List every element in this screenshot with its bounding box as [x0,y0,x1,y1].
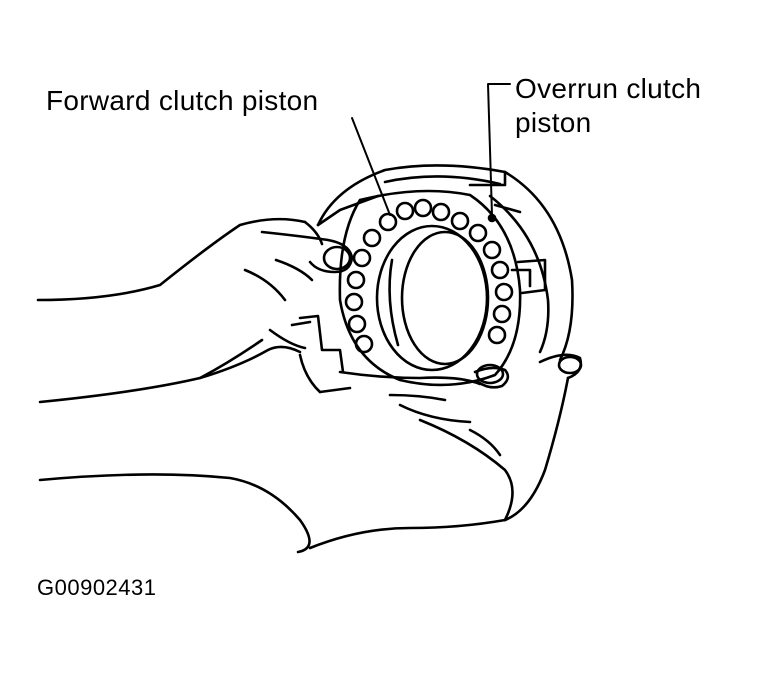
overrun-clutch-piston-label-line2: piston [515,107,592,138]
forward-clutch-piston-drawing [338,189,522,387]
overrun-clutch-piston-label: Overrun clutch piston [515,72,701,140]
forward-piston-leader-line [351,117,391,216]
forward-clutch-piston-label: Forward clutch piston [46,85,319,116]
figure-id: G00902431 [37,575,157,600]
right-hand-drawing [38,353,583,554]
left-hand-drawing [36,217,354,404]
overrun-clutch-piston-drawing [290,164,574,394]
overrun-piston-leader-dot [487,213,497,223]
overrun-clutch-piston-label-line1: Overrun clutch [515,73,702,104]
overrun-piston-leader-line [487,83,511,216]
